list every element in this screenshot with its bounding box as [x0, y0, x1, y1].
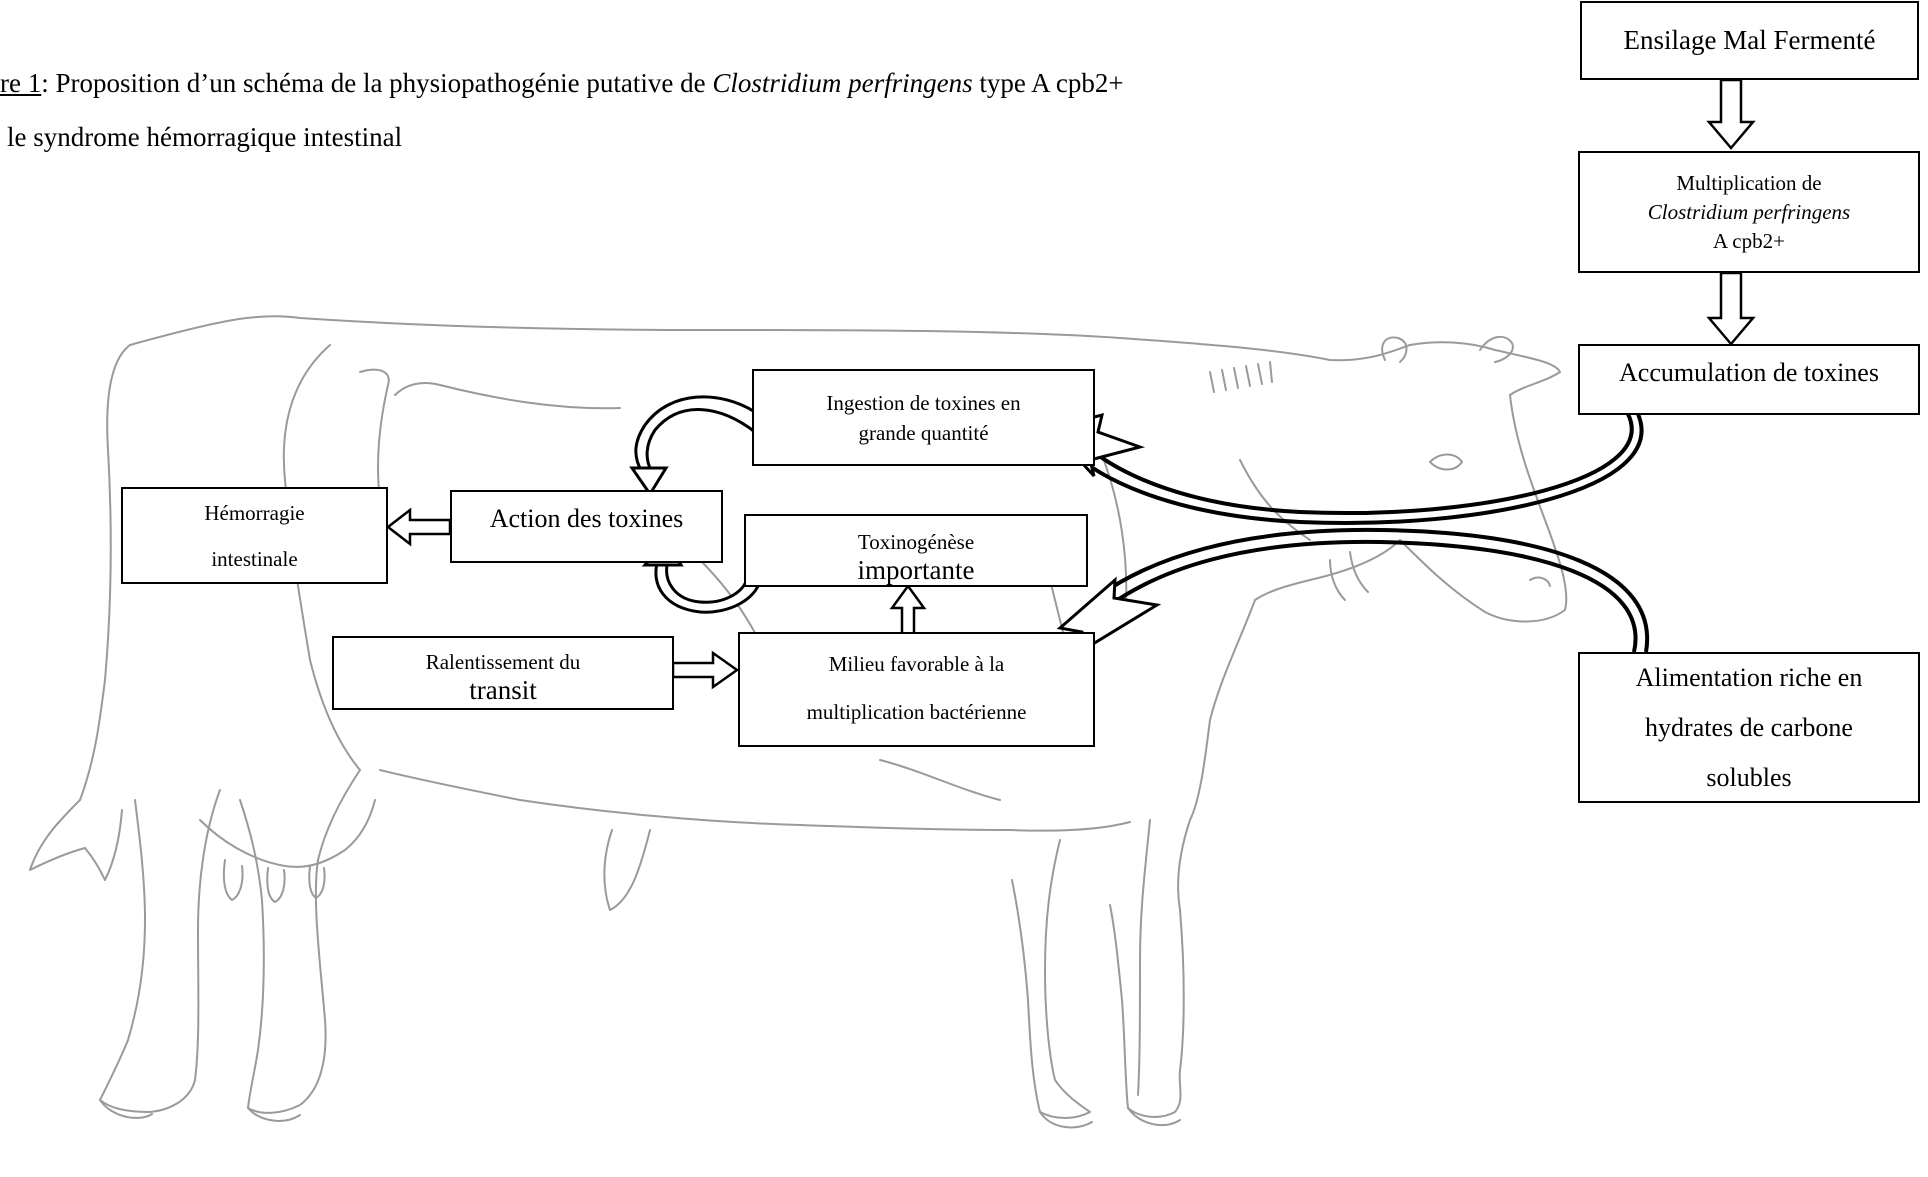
- box-ingestion: Ingestion de toxines en grande quantité: [752, 369, 1095, 466]
- toxinogenese-part1: Toxinogénèse: [858, 530, 975, 555]
- arrow-ensilage-to-multiplication: [1709, 80, 1753, 148]
- box-action: Action des toxines: [450, 490, 723, 563]
- ralentissement-part2: transit: [426, 675, 581, 706]
- hemorragie-line2: intestinale: [211, 536, 297, 582]
- alimentation-line3: solubles: [1706, 753, 1791, 803]
- figure-caption-line1: re 1: Proposition d’un schéma de la phys…: [0, 70, 1124, 97]
- hemorragie-line1: Hémorragie: [204, 490, 304, 536]
- box-ensilage: Ensilage Mal Fermenté: [1580, 1, 1919, 80]
- arrow-action-to-hemorragie: [388, 510, 450, 544]
- figure-label: re 1: [0, 68, 41, 98]
- multiplication-line3: A cpb2+: [1713, 227, 1785, 256]
- caption-text-before: : Proposition d’un schéma de la physiopa…: [41, 68, 712, 98]
- box-hemorragie: Hémorragie intestinale: [121, 487, 388, 584]
- ingestion-line1: Ingestion de toxines en: [826, 388, 1020, 418]
- arrow-accumulation-to-ingestion: [1050, 414, 1642, 523]
- box-milieu: Milieu favorable à la multiplication bac…: [738, 632, 1095, 747]
- caption-text-after: type A cpb2+: [973, 68, 1124, 98]
- arrow-ingestion-to-action: [632, 397, 755, 494]
- toxinogenese-label: Toxinogénèse importante: [858, 530, 975, 586]
- box-multiplication: Multiplication de Clostridium perfringen…: [1578, 151, 1920, 273]
- alimentation-line2: hydrates de carbone: [1645, 703, 1853, 753]
- arrow-multiplication-to-accumulation: [1709, 273, 1753, 344]
- box-ralentissement: Ralentissement du transit: [332, 636, 674, 710]
- toxinogenese-part2: importante: [858, 555, 975, 586]
- milieu-line2: multiplication bactérienne: [807, 688, 1027, 736]
- accumulation-label: Accumulation de toxines: [1619, 358, 1879, 388]
- box-alimentation: Alimentation riche en hydrates de carbon…: [1578, 652, 1920, 803]
- ensilage-label: Ensilage Mal Fermenté: [1624, 25, 1876, 56]
- ralentissement-part1: Ralentissement du: [426, 650, 581, 675]
- multiplication-line2: Clostridium perfringens: [1648, 198, 1850, 227]
- caption-species: Clostridium perfringens: [712, 68, 972, 98]
- box-accumulation: Accumulation de toxines: [1578, 344, 1920, 415]
- box-toxinogenese: Toxinogénèse importante: [744, 514, 1088, 587]
- alimentation-line1: Alimentation riche en: [1636, 653, 1863, 703]
- arrow-ralentissement-to-milieu: [673, 653, 737, 687]
- caption-line2: le syndrome hémorragique intestinal: [7, 122, 402, 152]
- multiplication-line1: Multiplication de: [1676, 169, 1821, 198]
- arrow-alimentation-to-milieu: [1060, 530, 1647, 652]
- action-label: Action des toxines: [490, 504, 684, 534]
- figure-caption-line2: le syndrome hémorragique intestinal: [7, 124, 402, 151]
- milieu-line1: Milieu favorable à la: [829, 640, 1005, 688]
- ingestion-line2: grande quantité: [858, 418, 988, 448]
- ralentissement-label: Ralentissement du transit: [426, 650, 581, 706]
